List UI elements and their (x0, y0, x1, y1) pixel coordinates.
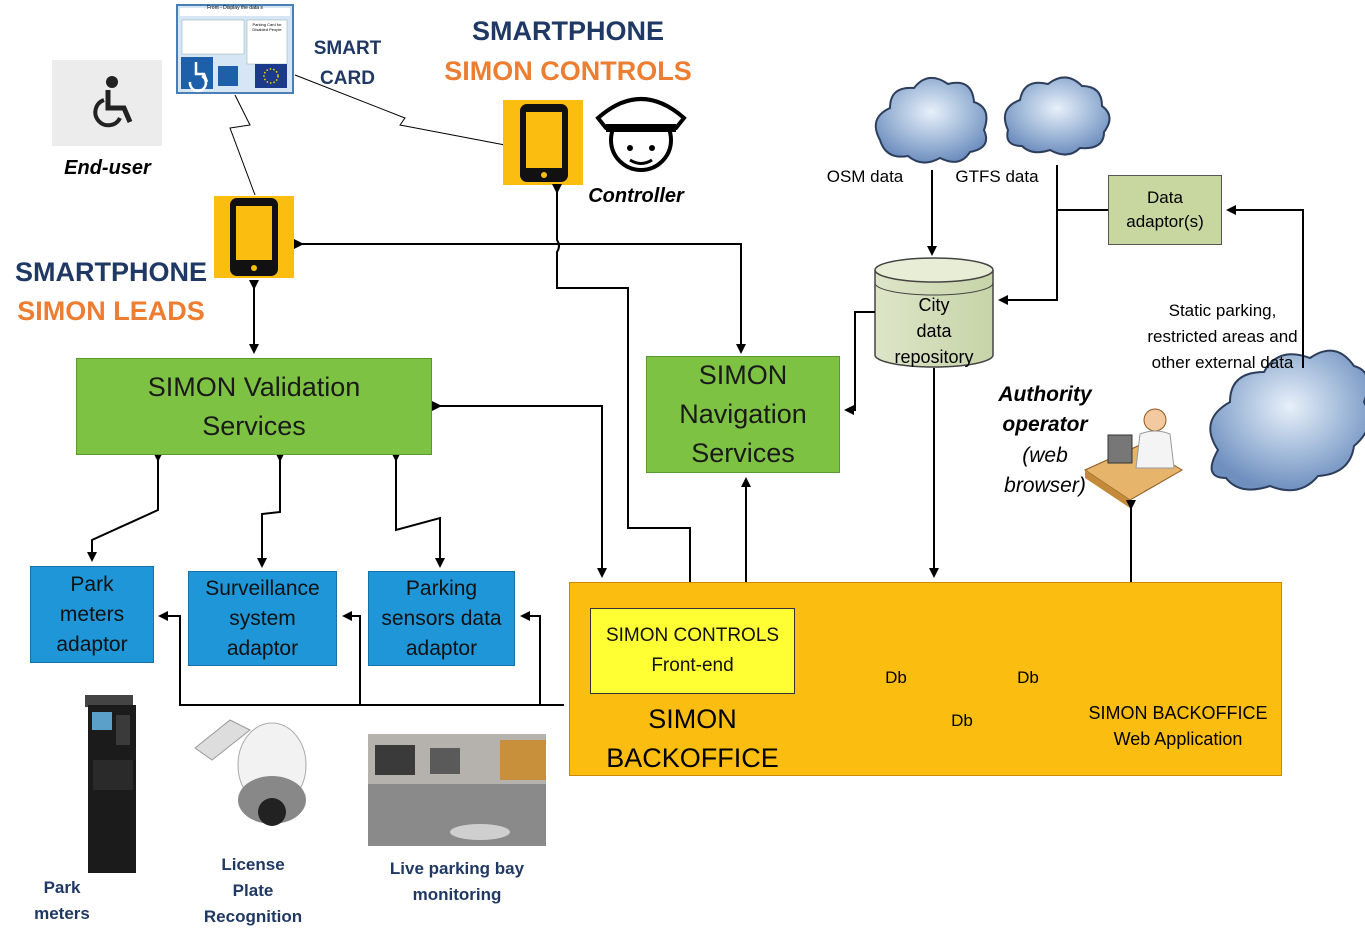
end-user-label: End-user (64, 157, 151, 179)
live-parking-photo (368, 734, 546, 846)
gtfs-data-label: GTFS data (955, 167, 1039, 186)
authority-operator-icon (1083, 408, 1183, 508)
data-adaptor-box: Data adaptor(s) (1108, 175, 1222, 245)
validation-services-label: SIMON Validation Services (147, 371, 361, 441)
gtfs-cloud-icon (1004, 76, 1111, 156)
camera-image (194, 719, 307, 826)
smartphone-controls-title: SMARTPHONE (471, 16, 664, 46)
parking-sensors-adaptor-box: Parking sensors data adaptor (368, 571, 515, 666)
smart-card-header-text: Front - Display the data s (207, 5, 263, 11)
backoffice-label: SIMON BACKOFFICE (606, 704, 779, 773)
db-label-2: Db (951, 711, 973, 730)
navigation-services-box: SIMON Navigation Services (646, 356, 840, 473)
navigation-services-label: SIMON Navigation Services (679, 360, 807, 468)
backoffice-webapp-label: SIMON BACKOFFICE Web Application (1088, 703, 1268, 749)
smart-card-label: SMART CARD (313, 38, 382, 89)
parking-sensors-adaptor-label: Parking sensors data adaptor (381, 576, 502, 660)
live-parking-caption: Live parking bay monitoring (389, 859, 525, 904)
smartphone-controls-subtitle: SIMON CONTROLS (444, 56, 692, 86)
controller-label: Controller (588, 185, 684, 207)
smartphone-leads-icon (214, 196, 294, 278)
smartphone-controls-icon (503, 100, 583, 185)
smart-card-icon (176, 4, 294, 94)
surveillance-adaptor-label: Surveillance system adaptor (205, 576, 320, 660)
controller-icon (595, 97, 687, 172)
smart-card-title-text: Parking Card for Disabled People (252, 22, 282, 32)
license-plate-caption: License Plate Recognition (203, 855, 303, 926)
park-meters-adaptor-label: Park meters adaptor (56, 572, 128, 656)
web-browser-label: (web browser) (1004, 444, 1086, 497)
wheelchair-icon (52, 60, 162, 146)
controls-frontend-box: SIMON CONTROLS Front-end (590, 608, 795, 694)
wireless-link-card-controller (294, 74, 506, 146)
osm-cloud-icon (874, 77, 988, 164)
city-repository-cylinder (874, 257, 994, 368)
smartphone-leads-title: SMARTPHONE (14, 257, 207, 287)
data-adaptor-label: Data adaptor(s) (1126, 188, 1204, 231)
wireless-link-card-phone (229, 94, 256, 196)
park-meters-adaptor-box: Park meters adaptor (30, 566, 154, 663)
authority-operator-label: Authority operator (998, 383, 1092, 436)
surveillance-adaptor-box: Surveillance system adaptor (188, 571, 337, 666)
osm-data-label: OSM data (826, 167, 904, 186)
static-parking-label: Static parking, restricted areas and oth… (1147, 301, 1298, 372)
smartphone-leads-subtitle: SIMON LEADS (17, 296, 205, 326)
db-label-1: Db (885, 668, 907, 687)
db-label-3: Db (1017, 668, 1039, 687)
validation-services-box: SIMON Validation Services (76, 358, 432, 455)
city-repository-label: City data repository (894, 295, 974, 367)
connectors (87, 165, 1304, 706)
controls-frontend-label: SIMON CONTROLS Front-end (605, 625, 780, 676)
park-meters-caption: Park meters (34, 878, 90, 923)
external-data-cloud-icon (1209, 349, 1365, 492)
park-meter-image (85, 695, 136, 873)
